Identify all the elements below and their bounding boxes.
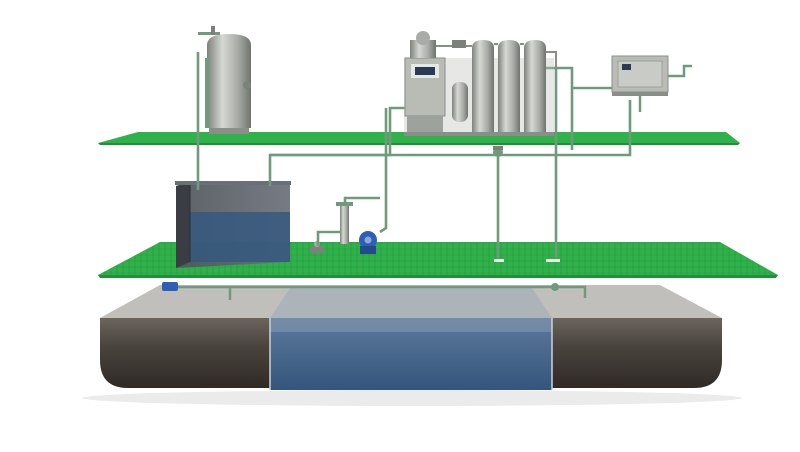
- strainer-icon: [336, 202, 353, 244]
- open-tank-icon: [175, 181, 291, 268]
- barge-hull: [82, 285, 742, 406]
- deck-penetration: [494, 259, 504, 262]
- pump-icon: [359, 231, 377, 254]
- vertical-tank-icon: [198, 26, 251, 134]
- hull-pump-icon: [162, 282, 178, 291]
- hull-pipework: [162, 282, 587, 300]
- upper-deck-grating: [98, 132, 740, 143]
- filter-skid-icon: [404, 31, 557, 136]
- process-pipework: [196, 52, 632, 258]
- control-cabinet-icon: [611, 55, 692, 112]
- deck-penetration: [546, 259, 560, 262]
- hull-valve-icon: [551, 283, 559, 291]
